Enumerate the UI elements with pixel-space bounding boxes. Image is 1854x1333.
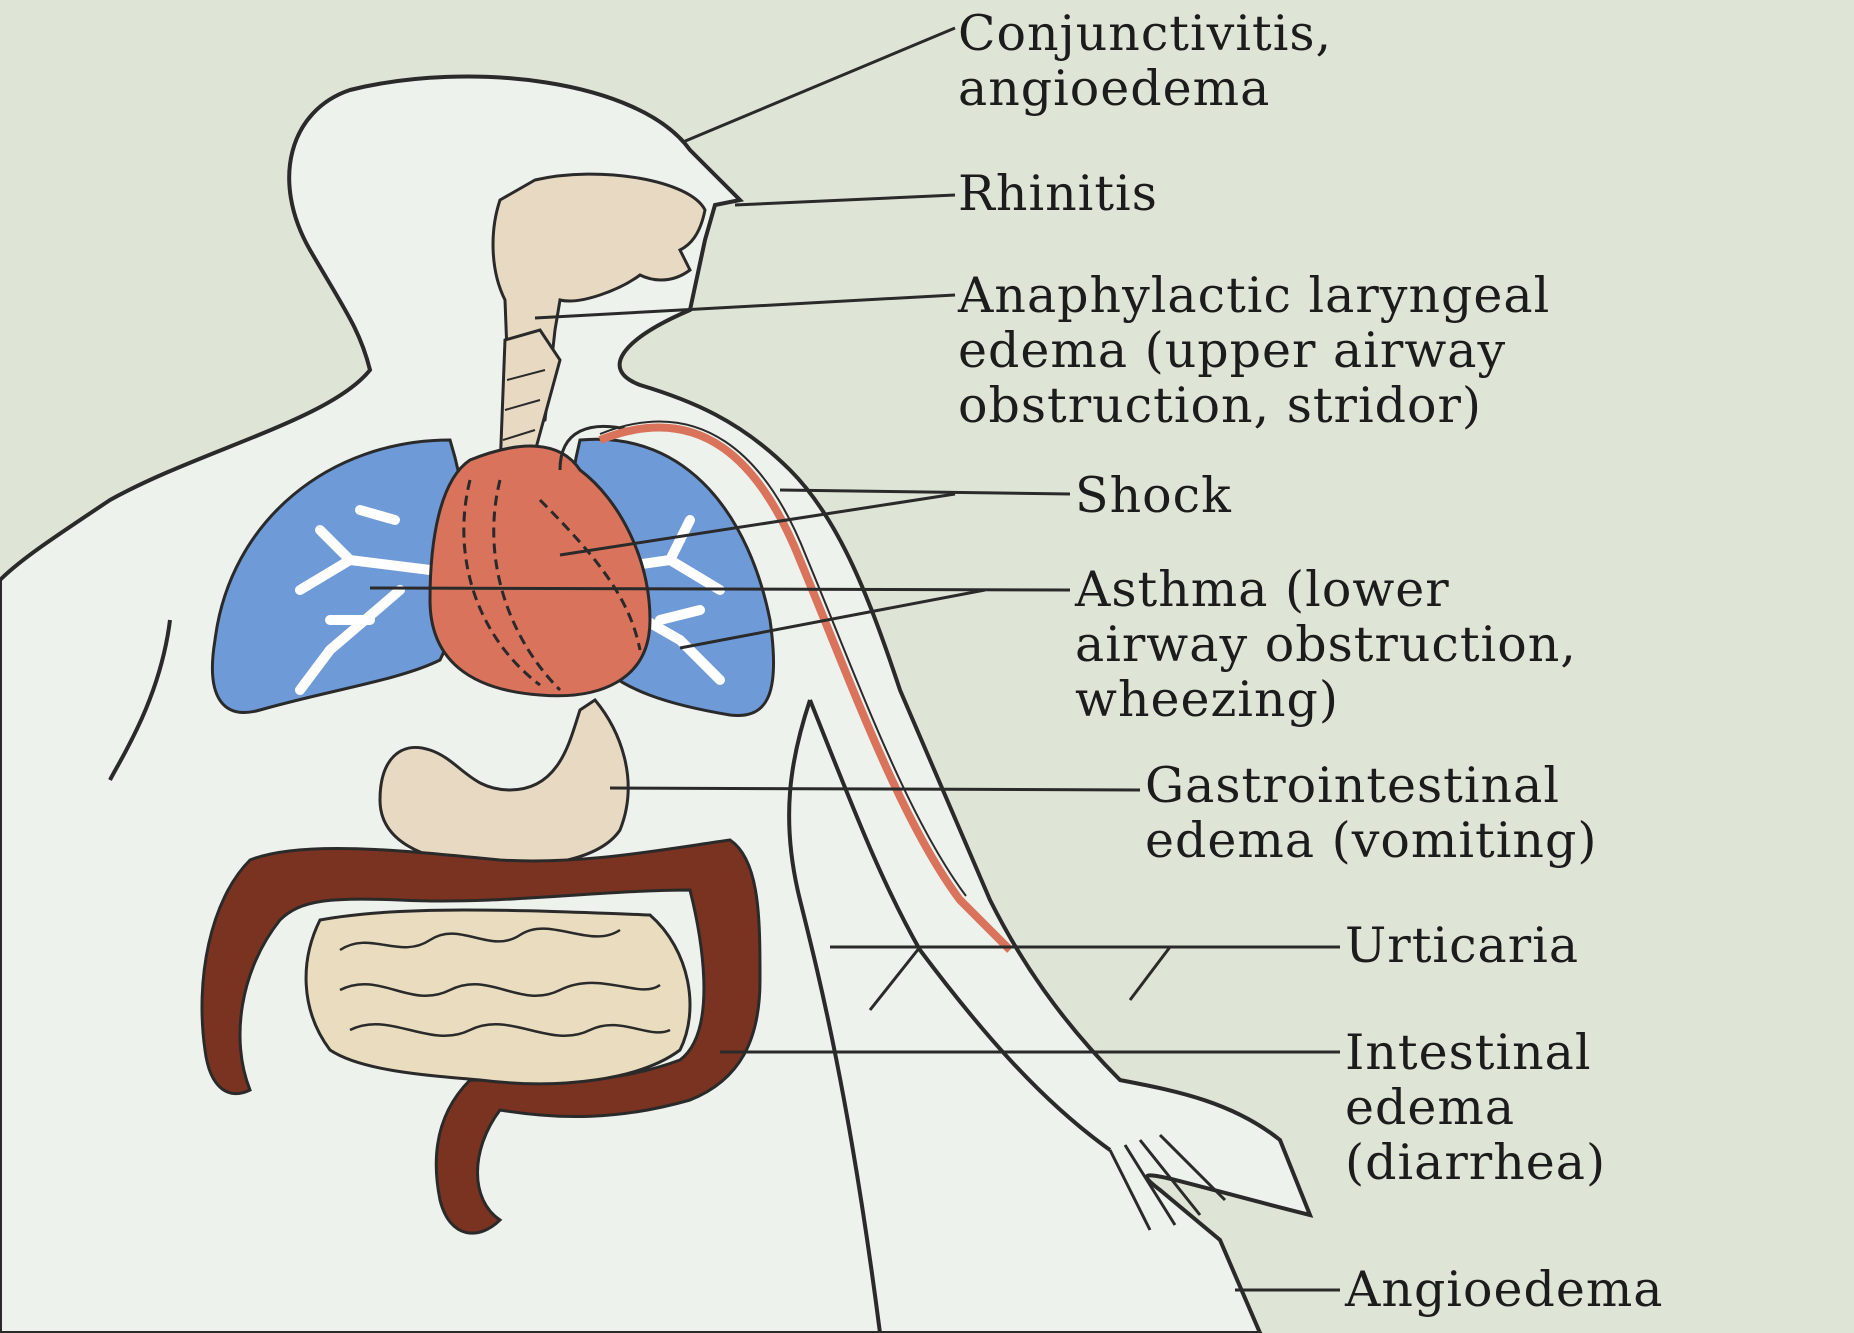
label-asthma: Asthma (lower airway obstruction, wheezi… xyxy=(1075,562,1577,727)
label-urticaria: Urticaria xyxy=(1345,918,1579,973)
leader-rhinitis xyxy=(735,195,955,205)
label-rhinitis: Rhinitis xyxy=(958,166,1158,221)
label-gastrointestinal-edema: Gastrointestinal edema (vomiting) xyxy=(1145,758,1597,868)
leader-urticaria-c xyxy=(1130,947,1170,1000)
leader-gastro xyxy=(610,788,1140,790)
label-conjunctivitis: Conjunctivitis, angioedema xyxy=(958,6,1332,116)
leader-asthma-a xyxy=(370,588,1070,590)
small-intestine xyxy=(306,910,690,1084)
leader-conjunctivitis xyxy=(683,28,955,142)
label-laryngeal-edema: Anaphylactic laryngeal edema (upper airw… xyxy=(958,268,1550,433)
label-intestinal-edema: Intestinal edema (diarrhea) xyxy=(1345,1025,1606,1190)
label-shock: Shock xyxy=(1075,468,1232,523)
leader-shock-a xyxy=(780,490,1070,494)
label-angioedema: Angioedema xyxy=(1345,1262,1664,1317)
